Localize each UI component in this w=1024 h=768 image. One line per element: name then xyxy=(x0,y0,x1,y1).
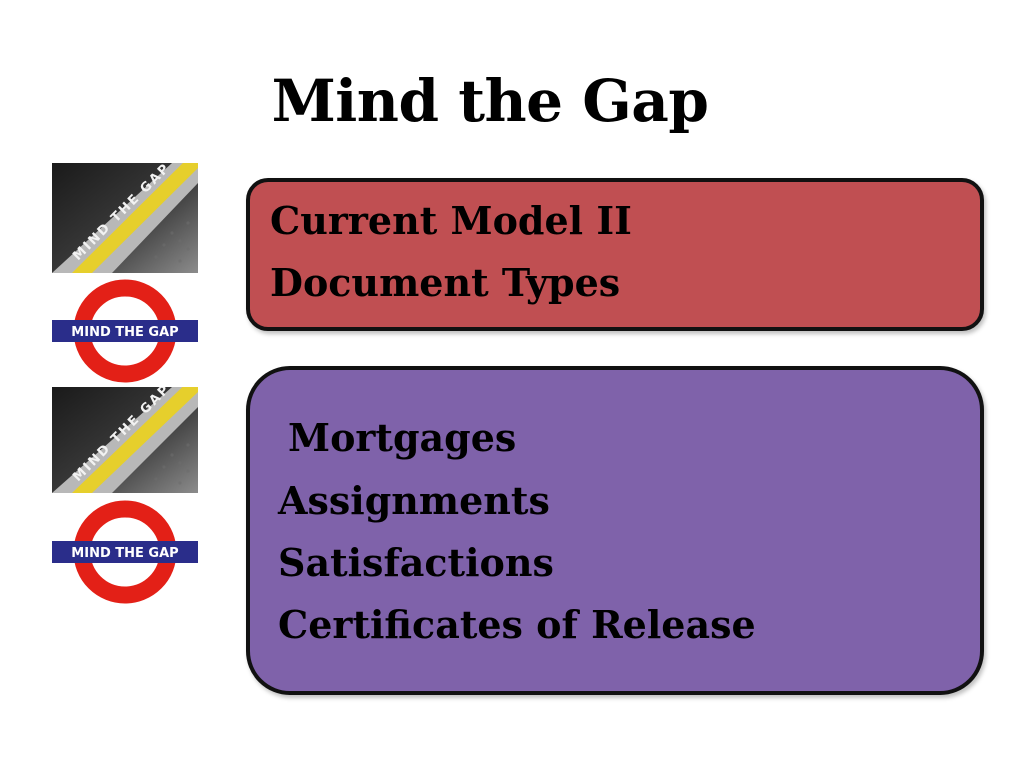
underground-roundel-image: MIND THE GAP xyxy=(52,497,198,607)
list-item-mortgages: Mortgages xyxy=(288,415,517,460)
slide-title: Mind the Gap xyxy=(271,67,709,135)
underground-roundel-image: MIND THE GAP xyxy=(52,276,198,386)
list-item-satisfactions: Satisfactions xyxy=(278,540,554,585)
platform-edge-image: MIND THE GAP xyxy=(52,163,198,273)
box-heading-current-model: Current Model II xyxy=(270,198,632,243)
list-item-assignments: Assignments xyxy=(278,478,550,523)
current-model-box: Current Model II Document Types xyxy=(246,178,984,331)
roundel-label: MIND THE GAP xyxy=(71,546,178,561)
box-heading-document-types: Document Types xyxy=(270,260,621,305)
roundel-label: MIND THE GAP xyxy=(71,325,178,340)
document-types-list-box: Mortgages Assignments Satisfactions Cert… xyxy=(246,366,984,695)
list-item-certificates-of-release: Certificates of Release xyxy=(278,602,756,647)
platform-edge-image: MIND THE GAP xyxy=(52,387,198,493)
